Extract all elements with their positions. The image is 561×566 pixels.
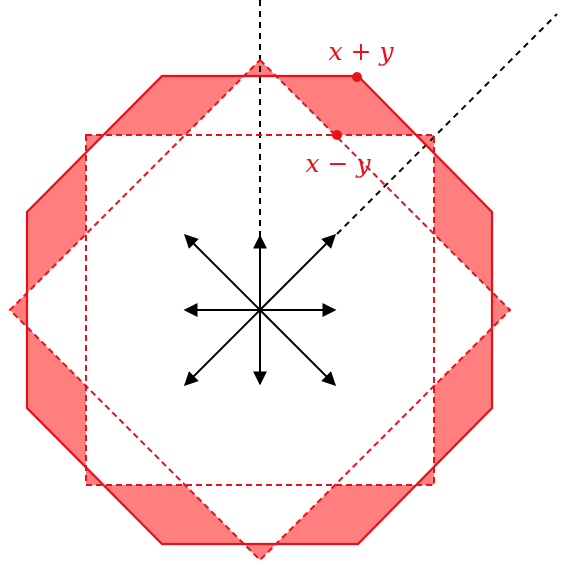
- dashed-square: [85, 134, 435, 486]
- direction-arrows: [183, 234, 337, 386]
- label-difference: x − y: [305, 149, 371, 178]
- arrow-down-left: [184, 309, 261, 386]
- solid-octagon: [25, 74, 494, 546]
- dashed-diamond: [8, 58, 512, 562]
- point-sum: [352, 72, 362, 82]
- point-difference: [332, 130, 342, 140]
- label-sum: x + y: [328, 37, 394, 66]
- arrow-up-left: [184, 234, 261, 311]
- diagonal-dashed-axis: [336, 13, 558, 235]
- arrow-down-right: [259, 309, 336, 386]
- arrow-up-right: [259, 234, 336, 311]
